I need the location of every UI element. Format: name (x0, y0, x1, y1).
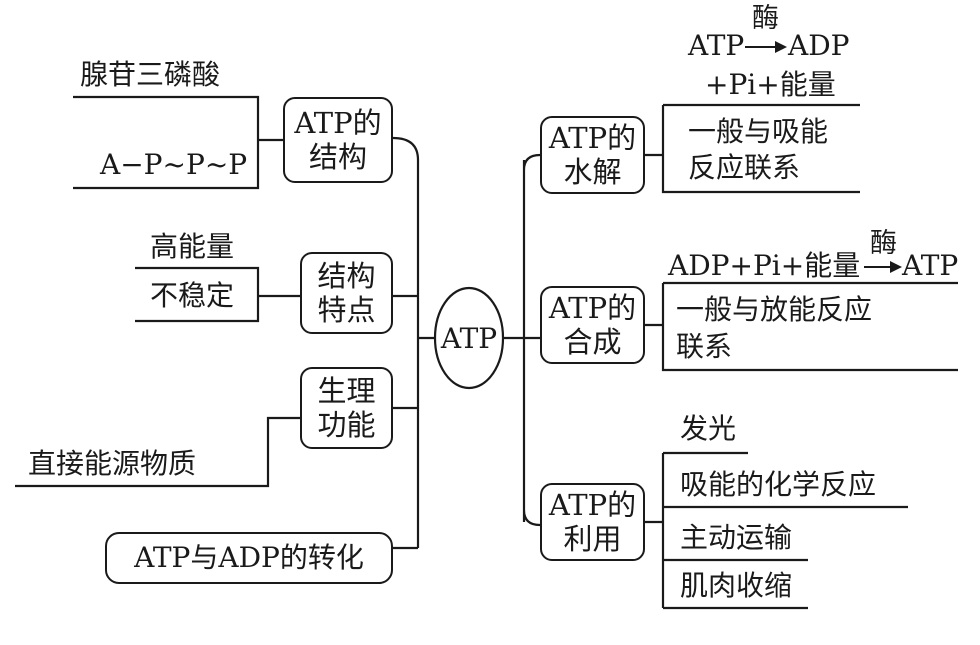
features-node: 结构特点 (300, 252, 393, 334)
function-node-line1: 生理 (317, 373, 376, 408)
hydrolysis-note-line2: 反应联系 (688, 151, 801, 184)
structure-node-line2: 结构 (308, 140, 367, 174)
synthesis-note-line2: 联系 (676, 330, 733, 363)
conversion-node: ATP与ADP的转化 (105, 532, 393, 584)
hydrolysis-eq-line2: +Pi+能量 (705, 68, 836, 101)
structure-bracket (73, 95, 283, 190)
hydrolysis-node: ATP的水解 (540, 116, 645, 194)
synthesis-node-line1: ATP的 (548, 290, 637, 325)
hydrolysis-node-line2: 水解 (563, 155, 622, 189)
hydrolysis-arrow (745, 41, 787, 53)
function-item: 直接能源物质 (28, 447, 197, 480)
hydrolysis-enzyme: 酶 (752, 3, 779, 34)
hydrolysis-bracket (645, 103, 860, 194)
synthesis-enzyme: 酶 (870, 228, 897, 259)
center-node: ATP (440, 321, 498, 355)
use-item-muscle: 肌肉收缩 (680, 569, 793, 602)
features-node-line2: 特点 (317, 293, 376, 327)
synthesis-bracket (645, 281, 958, 372)
use-node: ATP的利用 (540, 483, 645, 561)
synthesis-note-line1: 一般与放能反应 (676, 293, 873, 326)
synthesis-node-line2: 合成 (563, 325, 622, 359)
use-item-light: 发光 (680, 412, 737, 445)
function-node-line2: 功能 (317, 408, 376, 442)
structure-node: ATP的结构 (283, 97, 393, 183)
structure-node-line1: ATP的 (294, 105, 382, 140)
hydrolysis-note-line1: 一般与吸能 (688, 115, 829, 148)
synthesis-node: ATP的合成 (540, 286, 645, 364)
structure-name: 腺苷三磷酸 (80, 58, 221, 91)
function-node: 生理功能 (300, 367, 393, 449)
feature-item-unstable: 不稳定 (150, 279, 235, 312)
synthesis-arrow (864, 261, 902, 273)
features-node-line1: 结构 (317, 258, 376, 293)
hydrolysis-eq-left: ATP (688, 29, 745, 62)
synthesis-eq-left: ADP+Pi+能量 (668, 249, 861, 282)
features-bracket (135, 266, 300, 323)
structure-formula: A−P~P~P (100, 148, 248, 181)
feature-item-high-energy: 高能量 (150, 230, 235, 263)
use-item-endergonic: 吸能的化学反应 (680, 468, 877, 501)
center-ellipse (433, 286, 505, 390)
use-item-active-transport: 主动运输 (680, 521, 793, 554)
left-trunk (392, 136, 434, 550)
right-trunk (504, 153, 541, 527)
function-branch (15, 416, 300, 488)
use-node-line1: ATP的 (548, 487, 637, 522)
use-node-line2: 利用 (563, 522, 622, 556)
synthesis-eq-right: ATP (902, 249, 959, 282)
hydrolysis-eq-right: ADP (788, 29, 850, 62)
use-bracket (645, 451, 908, 610)
hydrolysis-node-line1: ATP的 (548, 120, 637, 155)
